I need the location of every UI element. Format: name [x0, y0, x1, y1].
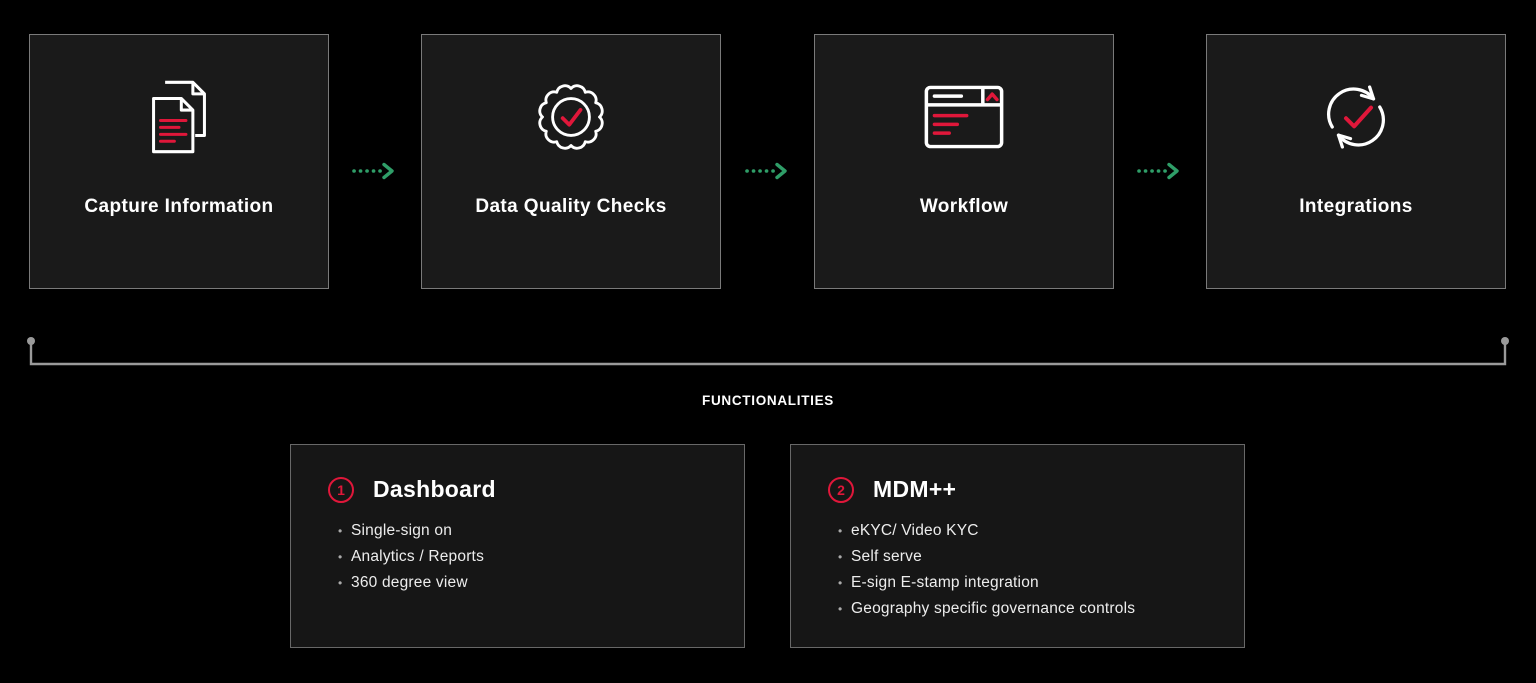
- card-header: 1 Dashboard: [328, 476, 744, 503]
- list-item: Self serve: [838, 544, 1244, 570]
- card-feature-list: eKYC/ Video KYC Self serve E-sign E-stam…: [838, 518, 1244, 622]
- card-title: MDM++: [873, 476, 957, 502]
- flow-step-integrations: Integrations: [1206, 34, 1506, 289]
- card-header: 2 MDM++: [828, 476, 1244, 503]
- list-item: Single-sign on: [338, 518, 744, 544]
- flow-step-data-quality-checks: Data Quality Checks: [421, 34, 721, 289]
- list-item: Geography specific governance controls: [838, 596, 1244, 622]
- list-item: E-sign E-stamp integration: [838, 570, 1244, 596]
- card-feature-list: Single-sign on Analytics / Reports 360 d…: [338, 518, 744, 596]
- connector-line: [26, 335, 1510, 371]
- number-badge: 1: [328, 476, 354, 503]
- number-badge: 2: [828, 476, 854, 503]
- flow-step-capture-information: Capture Information: [29, 34, 329, 289]
- quality-check-badge-icon: [422, 73, 720, 161]
- list-item: Analytics / Reports: [338, 544, 744, 570]
- card-title: Dashboard: [373, 476, 496, 502]
- step-label: Data Quality Checks: [475, 196, 667, 217]
- flow-arrow-icon: [1136, 162, 1182, 180]
- card-dashboard: 1 Dashboard Single-sign on Analytics / R…: [290, 444, 745, 648]
- list-item: 360 degree view: [338, 570, 744, 596]
- flow-arrow-icon: [351, 162, 397, 180]
- workflow-window-icon: [815, 73, 1113, 161]
- flow-arrow-icon: [744, 162, 790, 180]
- documents-icon: [30, 73, 328, 161]
- flow-step-workflow: Workflow: [814, 34, 1114, 289]
- step-label: Workflow: [919, 196, 1009, 217]
- step-label: Integrations: [1299, 196, 1413, 217]
- functionalities-title: FUNCTIONALITIES: [702, 393, 834, 408]
- list-item: eKYC/ Video KYC: [838, 518, 1244, 544]
- card-mdm: 2 MDM++ eKYC/ Video KYC Self serve E-sig…: [790, 444, 1245, 648]
- step-label: Capture Information: [84, 196, 274, 217]
- sync-check-icon: [1207, 73, 1505, 161]
